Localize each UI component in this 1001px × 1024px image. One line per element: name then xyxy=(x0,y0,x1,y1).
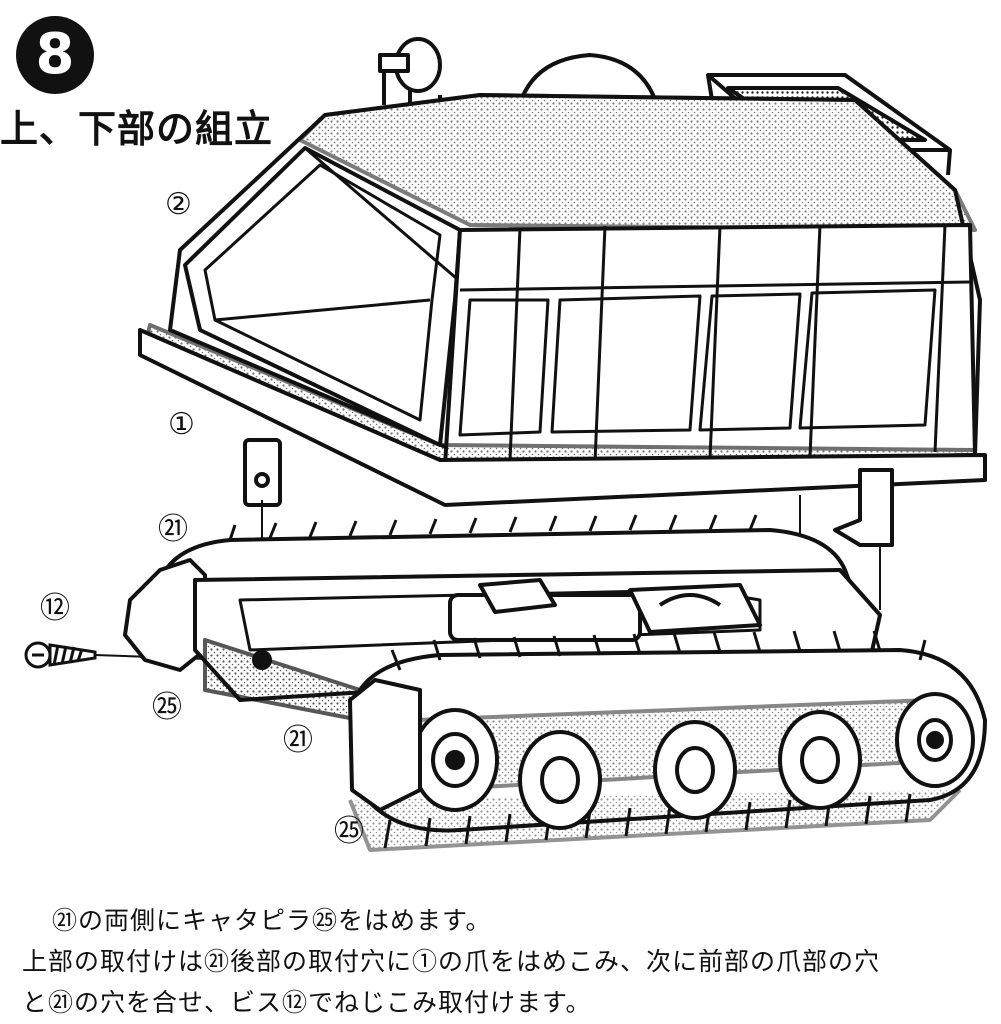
callout-track-left: ㉕ xyxy=(152,690,182,725)
step-number-badge: 8 xyxy=(16,16,94,94)
callout-chassis-bottom: ㉑ xyxy=(283,723,313,758)
callout-body-upper: ② xyxy=(165,187,192,222)
callout-body-lower: ① xyxy=(168,407,195,442)
side-windows xyxy=(458,224,971,463)
instructions-text: ㉑の両側にキャタピラ㉕をはめます。 上部の取付けは㉑後部の取付穴に①の爪をはめこ… xyxy=(22,900,997,1023)
step-title: 上、下部の組立 xyxy=(0,107,274,151)
gear-motor xyxy=(478,578,557,614)
callout-chassis-top: ㉑ xyxy=(158,512,188,547)
upper-body xyxy=(138,37,987,547)
callout-track-bottom: ㉕ xyxy=(334,814,364,849)
road-wheels xyxy=(411,692,975,830)
callout-screw: ⑫ xyxy=(40,591,70,626)
screw-icon xyxy=(24,641,97,669)
chassis xyxy=(123,514,987,852)
instruction-line-2: 上部の取付けは㉑後部の取付穴に①の爪をはめこみ、次に前部の爪部の穴 xyxy=(22,947,881,976)
rear-claw-tab xyxy=(833,468,894,547)
body-rim xyxy=(138,328,987,507)
instruction-line-1: ㉑の両側にキャタピラ㉕をはめます。 xyxy=(52,906,492,935)
instruction-line-3: と㉑の穴を合せ、ビス⑫でねじこみ取付けます。 xyxy=(22,988,592,1017)
